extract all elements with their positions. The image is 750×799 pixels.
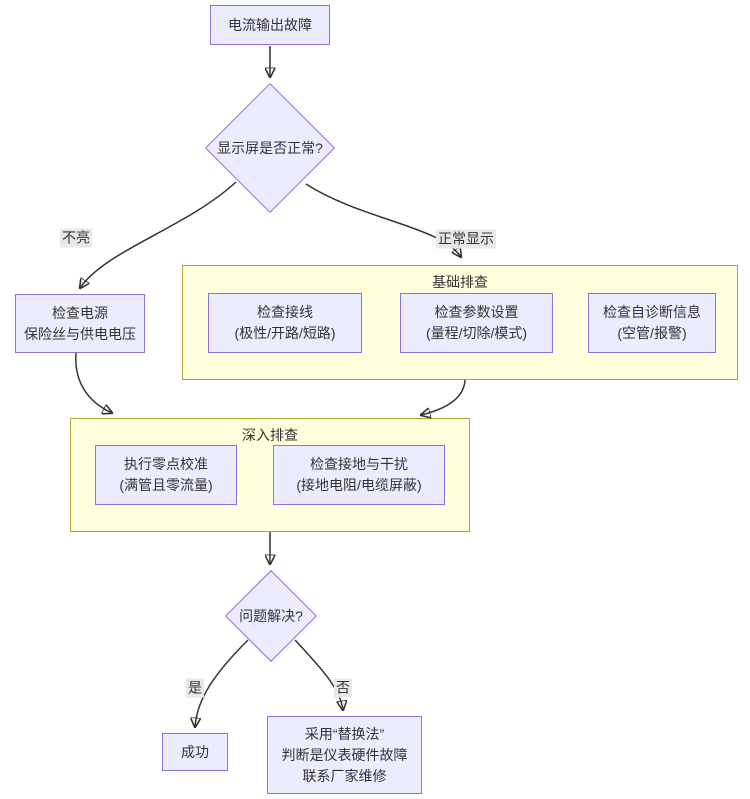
- edge-label-normal-display: 正常显示: [436, 229, 496, 249]
- node-zero-cal: 执行零点校准 (满管且零流量): [95, 445, 237, 505]
- node-start: 电流输出故障: [210, 5, 330, 45]
- display-decision-label: 显示屏是否正常?: [217, 140, 323, 156]
- node-replace: 采用“替换法” 判断是仪表硬件故障 联系厂家维修: [267, 716, 422, 794]
- edge-check-power-to-deep-checks: [75, 352, 112, 413]
- solved-decision-label: 问题解决?: [239, 608, 303, 624]
- edge-label-not-lit: 不亮: [60, 228, 92, 248]
- subgraph-basic-checks-title: 基础排查: [432, 274, 488, 290]
- node-display-decision: 显示屏是否正常?: [204, 82, 336, 214]
- node-check-diag: 检查自诊断信息 (空管/报警): [588, 293, 716, 353]
- edge-label-yes: 是: [186, 678, 204, 698]
- node-check-power: 检查电源 保险丝与供电电压: [15, 294, 145, 353]
- edge-display-decision-to-check-power: [80, 181, 237, 288]
- node-check-params: 检查参数设置 (量程/切除/模式): [400, 293, 553, 353]
- edge-solved-decision-to-replace: [294, 639, 343, 710]
- node-solved-decision: 问题解决?: [225, 570, 317, 662]
- node-check-wiring: 检查接线 (极性/开路/短路): [208, 293, 362, 353]
- edge-label-no: 否: [334, 678, 352, 698]
- node-success: 成功: [162, 733, 228, 771]
- edge-solved-decision-to-success: [195, 639, 249, 727]
- edge-basic-checks-to-deep-checks: [421, 379, 466, 415]
- subgraph-deep-checks-title: 深入排查: [242, 427, 298, 443]
- node-check-ground: 检查接地与干扰 (接地电阻/电缆屏蔽): [273, 445, 445, 505]
